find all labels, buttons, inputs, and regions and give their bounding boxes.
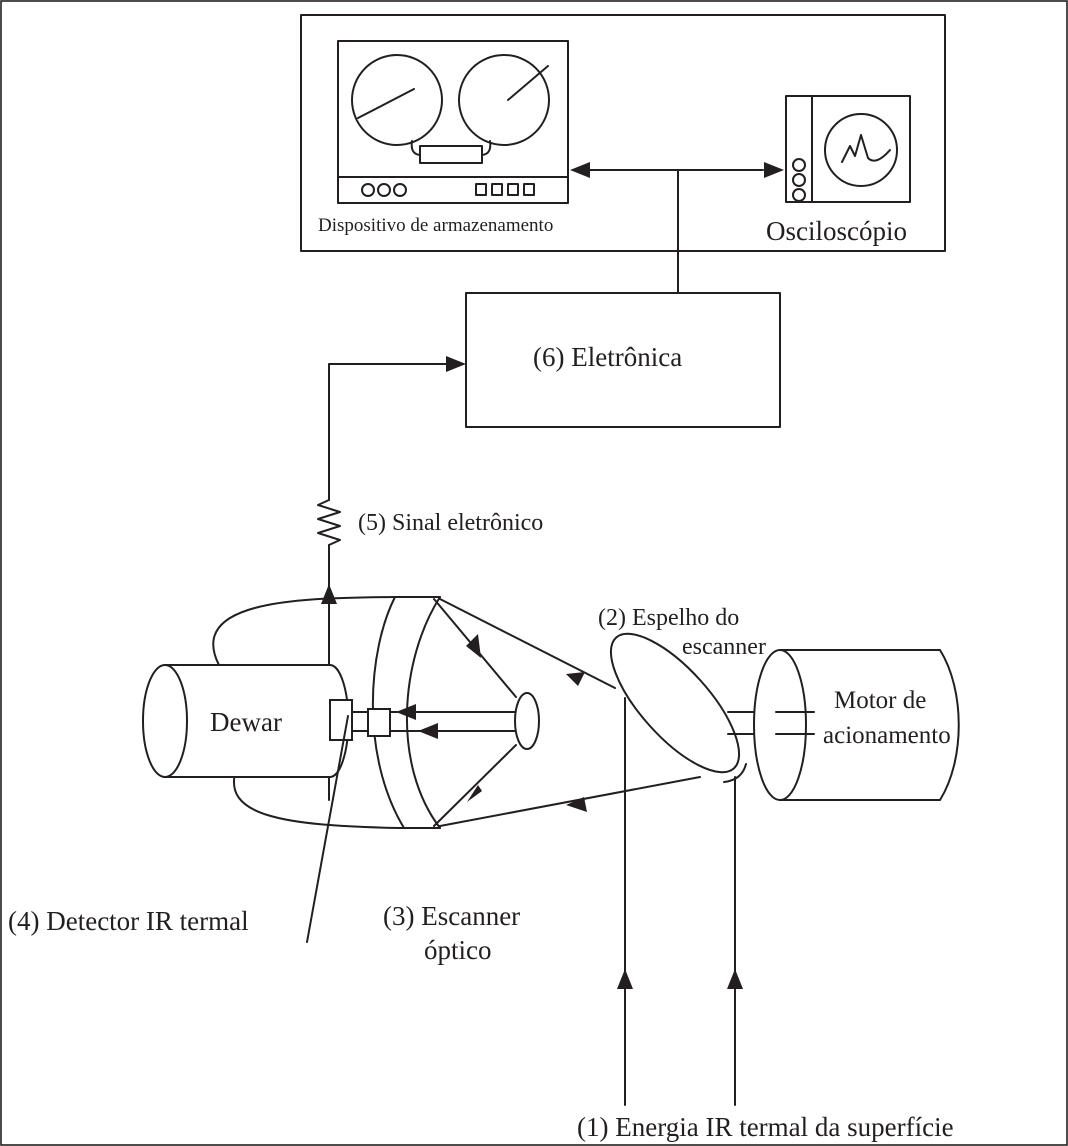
storage-device-icon xyxy=(337,40,569,204)
optical-scanner-label-line2: óptico xyxy=(424,935,492,965)
electronics-label: (6) Eletrônica xyxy=(533,342,682,372)
detector-leader-line xyxy=(306,715,349,943)
thermal-ir-detector-label: (4) Detector IR termal xyxy=(8,906,249,936)
secondary-mirror xyxy=(514,692,540,750)
drive-motor-label-line2: acionamento xyxy=(823,722,951,749)
dewar-icon xyxy=(142,664,521,778)
recording-display-box xyxy=(300,14,946,252)
optical-scanner-label-line1: (3) Escanner xyxy=(383,901,520,931)
drive-motor-icon xyxy=(753,649,960,801)
incoming-ir-rays xyxy=(617,697,743,1106)
scanner-mirror-icon xyxy=(609,632,747,783)
dewar-label: Dewar xyxy=(210,707,282,737)
surface-ir-energy-label: (1) Energia IR termal da superfície xyxy=(577,1112,954,1142)
oscilloscope-label: Osciloscópio xyxy=(766,216,907,246)
scanner-mirror-label-line2: escanner xyxy=(682,634,766,660)
internal-rays xyxy=(396,598,517,827)
scanner-mirror-label-line1: (2) Espelho do xyxy=(598,605,739,631)
electronic-signal-label: (5) Sinal eletrônico xyxy=(358,510,543,536)
storage-device-label: Dispositivo de armazenamento xyxy=(318,215,553,236)
drive-motor-label-line1: Motor de xyxy=(834,687,926,714)
electronics-box xyxy=(465,292,781,428)
scanner-housing xyxy=(212,596,441,829)
oscilloscope-icon xyxy=(785,95,911,203)
scanner-mirror-rays xyxy=(439,598,701,827)
device-connector xyxy=(570,162,784,294)
